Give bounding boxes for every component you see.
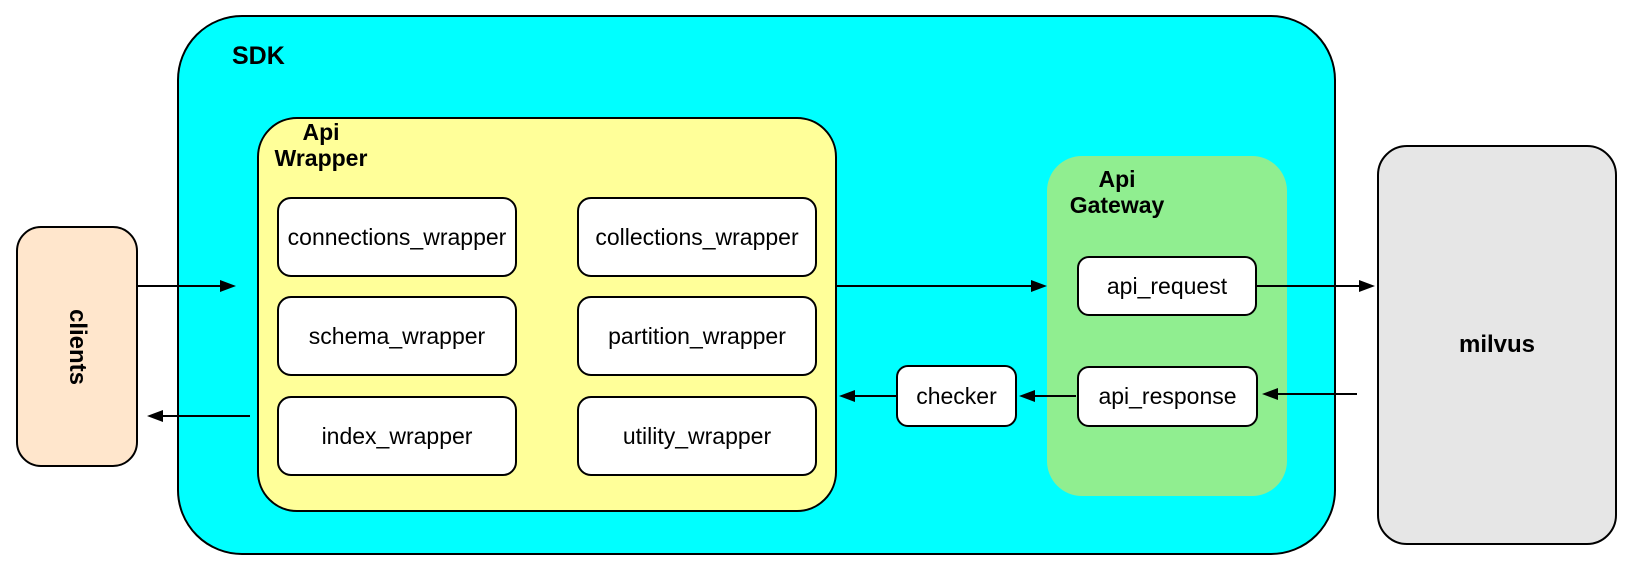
clients-node: clients (16, 226, 138, 467)
module-schema-wrapper: schema_wrapper (277, 296, 517, 376)
milvus-node: milvus (1377, 145, 1617, 545)
module-collections-wrapper: collections_wrapper (577, 197, 817, 277)
api-gateway-label: Api Gateway (1069, 166, 1165, 218)
module-utility-wrapper: utility_wrapper (577, 396, 817, 476)
module-partition-wrapper: partition_wrapper (577, 296, 817, 376)
module-connections-wrapper: connections_wrapper (277, 197, 517, 277)
api-wrapper-label: Api Wrapper (274, 119, 368, 171)
api-gateway-container (1047, 156, 1287, 496)
clients-label: clients (64, 308, 91, 385)
module-index-wrapper: index_wrapper (277, 396, 517, 476)
milvus-label: milvus (1458, 331, 1536, 358)
sdk-label: SDK (232, 42, 285, 70)
checker-node: checker (896, 365, 1017, 427)
module-api-response: api_response (1077, 366, 1258, 427)
module-api-request: api_request (1077, 256, 1257, 316)
